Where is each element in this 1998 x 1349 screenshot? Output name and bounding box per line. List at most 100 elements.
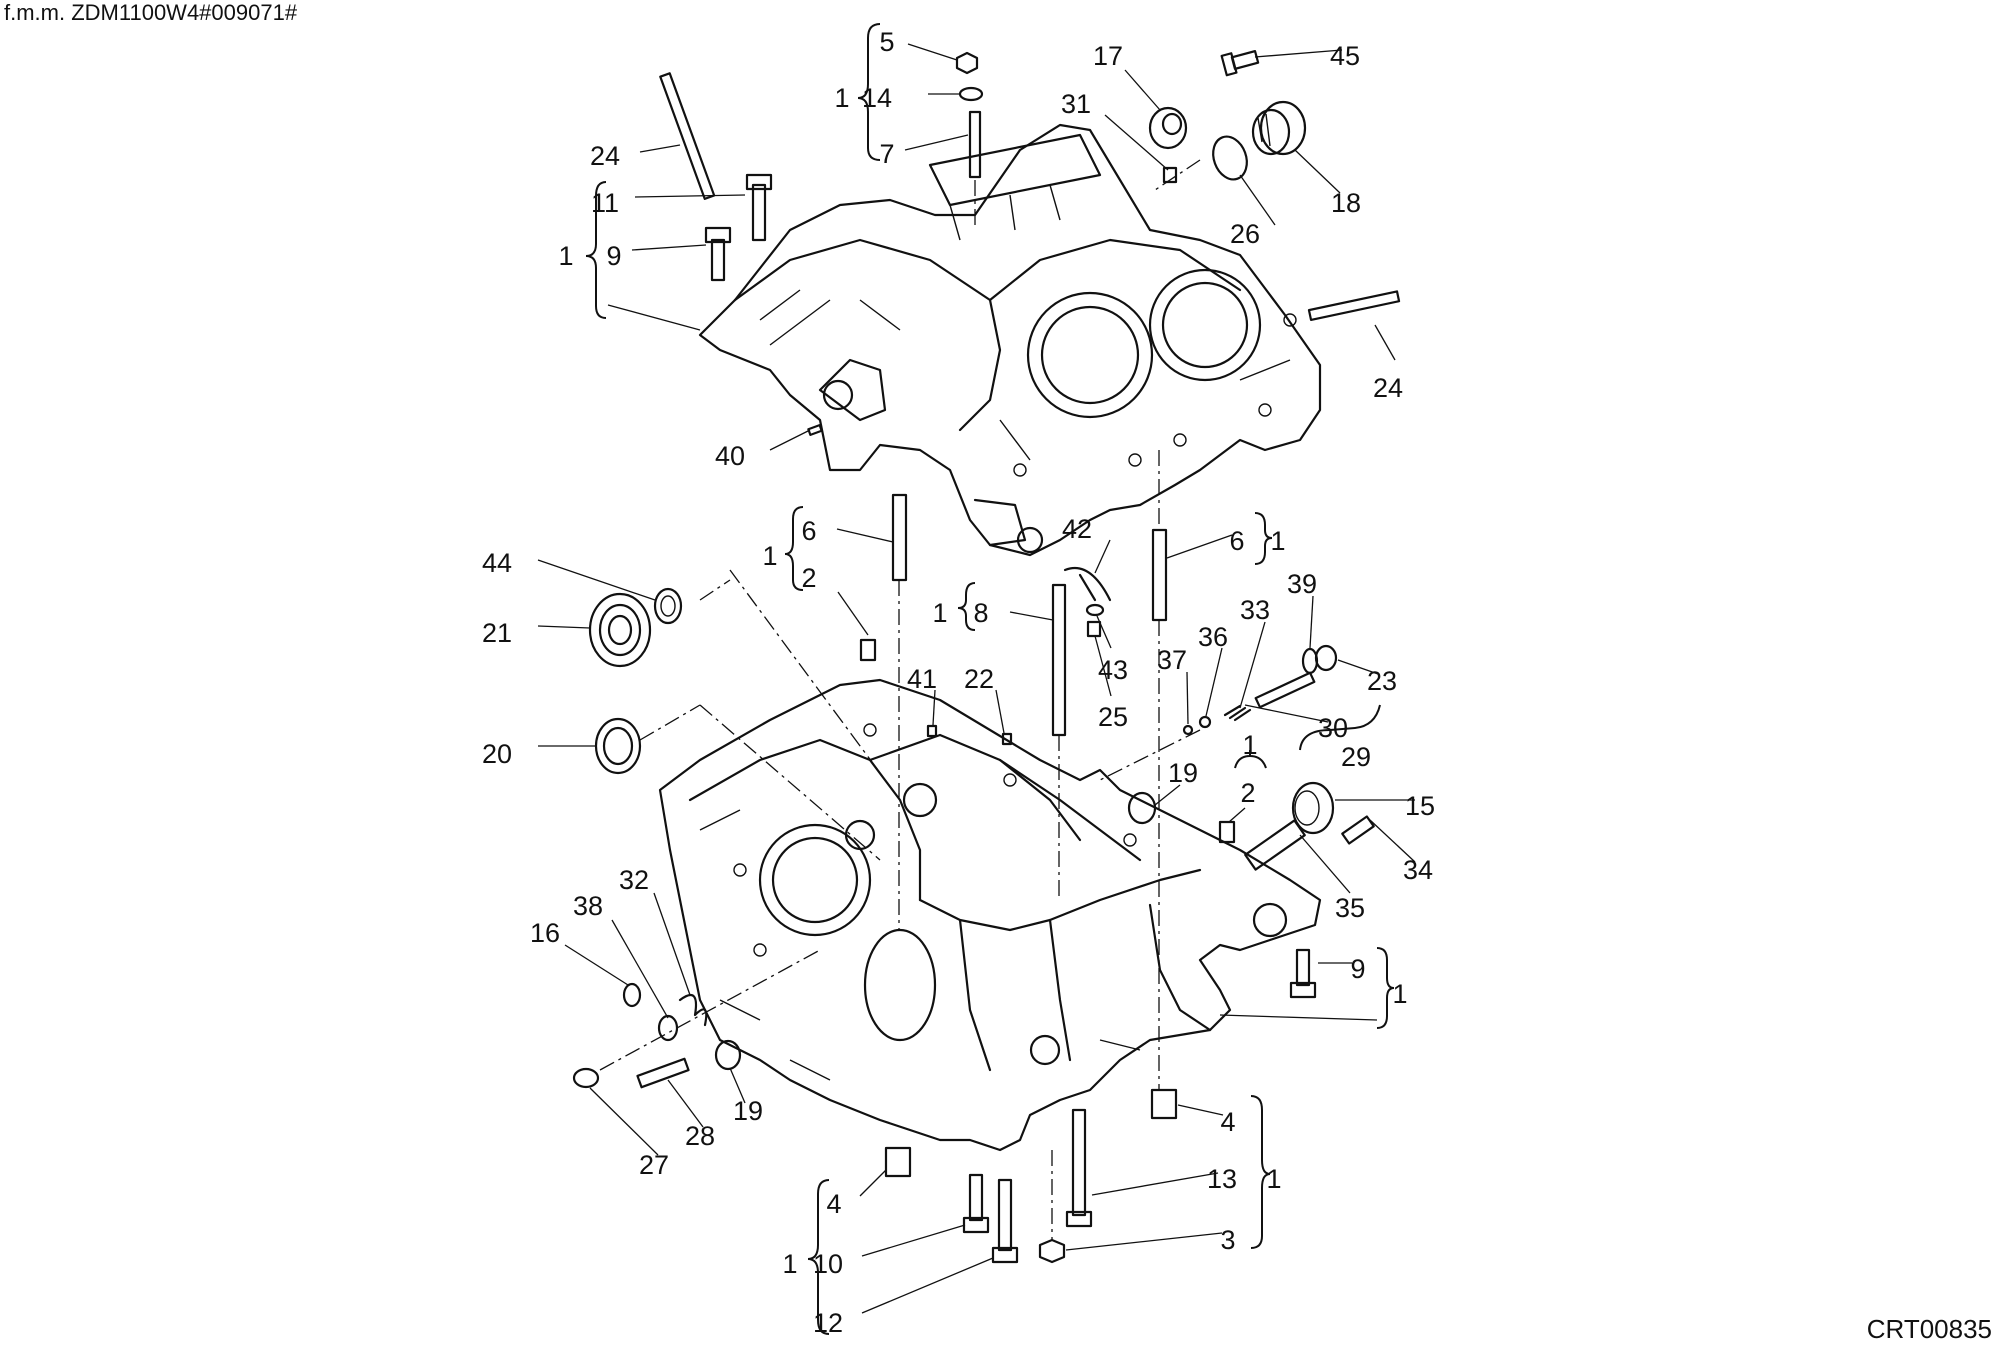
cover-15 (1291, 781, 1335, 835)
callout-label: 24 (590, 141, 620, 171)
callout-label: 1 (1270, 526, 1285, 556)
pin-22 (1001, 732, 1013, 746)
callout-label: 1 (762, 541, 777, 571)
plug-34 (1341, 815, 1375, 845)
dowel-4-left (884, 1146, 912, 1178)
callout-label: 22 (964, 664, 994, 694)
callout-label: 4 (1220, 1107, 1235, 1137)
ball-36 (1198, 715, 1212, 729)
o-ring-26 (1212, 135, 1248, 181)
callout-label: 44 (482, 548, 512, 578)
callout-label: 1 (1392, 979, 1407, 1009)
callout-label: 33 (1240, 595, 1270, 625)
assembly-lines (599, 159, 1201, 1240)
stud-24-left (659, 72, 716, 200)
washer-14 (958, 86, 984, 102)
callout-label: 28 (685, 1121, 715, 1151)
callout-label: 36 (1198, 622, 1228, 652)
pin-40 (807, 424, 823, 436)
lower-crankcase-half (658, 678, 1322, 1152)
tube-35 (1244, 819, 1306, 871)
washer-43 (1085, 603, 1105, 617)
callout-label: 35 (1335, 893, 1365, 923)
callout-label: 11 (591, 188, 619, 218)
roller-bearing-20 (594, 717, 642, 775)
callout-label: 19 (733, 1096, 763, 1126)
callout-label: 17 (1093, 41, 1123, 71)
callout-label: 24 (1373, 373, 1403, 403)
leader-lines (537, 43, 1416, 1314)
callout-label: 3 (1220, 1225, 1235, 1255)
washer-39 (1301, 647, 1319, 675)
nut-3 (1038, 1238, 1066, 1264)
cap-23 (1314, 644, 1338, 672)
callout-label: 7 (879, 139, 894, 169)
callout-label: 40 (715, 441, 745, 471)
valve-plunger-30 (1254, 671, 1316, 709)
callout-label: 34 (1403, 855, 1433, 885)
stud-24-right (1307, 290, 1401, 321)
bolt-9-lower (1289, 948, 1317, 999)
stud-7 (968, 110, 982, 179)
header-code: f.m.m. ZDM1100W4#009071# (4, 0, 298, 25)
callout-label: 10 (813, 1249, 843, 1279)
callout-label: 6 (1229, 526, 1244, 556)
plug-17 (1148, 106, 1188, 150)
callout-label: 30 (1318, 713, 1348, 743)
callout-label: 26 (1230, 219, 1260, 249)
stud-6-right (1151, 528, 1168, 622)
callout-label: 23 (1367, 666, 1397, 696)
callout-label: 39 (1287, 569, 1317, 599)
callout-label: 43 (1098, 655, 1128, 685)
seal-16 (622, 982, 642, 1008)
plug-18 (1251, 100, 1307, 156)
bolt-11 (745, 173, 773, 242)
bearing-21 (588, 592, 652, 668)
screw-27 (572, 1067, 600, 1089)
callout-label: 14 (862, 83, 892, 113)
screw-45 (1220, 49, 1260, 77)
callout-label: 29 (1341, 742, 1371, 772)
spring-32 (678, 993, 708, 1027)
callout-label: 45 (1330, 41, 1360, 71)
callout-label: 9 (606, 241, 621, 271)
screw-25 (1086, 620, 1102, 638)
bush-19-upper (1127, 791, 1157, 825)
dowel-4-right (1150, 1088, 1178, 1120)
upper-crankcase-half (698, 123, 1322, 557)
callout-label: 15 (1405, 791, 1435, 821)
sensor-28 (636, 1057, 690, 1089)
callout-label: 6 (801, 516, 816, 546)
dowel-2-right (1218, 820, 1236, 844)
spring-33 (1223, 704, 1252, 722)
dowel-2-left (859, 638, 877, 662)
callout-label: 21 (482, 618, 512, 648)
callout-label: 1 (1266, 1164, 1281, 1194)
ball-37 (1182, 724, 1194, 736)
callout-label: 32 (619, 865, 649, 895)
stud-6-left (891, 493, 908, 582)
callout-label: 4 (826, 1189, 841, 1219)
nut-5 (955, 51, 979, 75)
callout-label: 2 (801, 563, 816, 593)
callout-label: 20 (482, 739, 512, 769)
callout-label: 42 (1062, 514, 1092, 544)
bolt-9-upper (704, 226, 732, 282)
callout-label: 1 (1242, 730, 1257, 760)
callout-label: 1 (782, 1249, 797, 1279)
callout-label: 19 (1168, 758, 1198, 788)
braces (585, 23, 1395, 1335)
callout-label: 2 (1240, 778, 1255, 808)
bolt-12 (991, 1178, 1019, 1264)
bolt-13 (1065, 1108, 1093, 1228)
clip-42 (1063, 566, 1112, 602)
callout-label: 9 (1350, 954, 1365, 984)
callout-label: 25 (1098, 702, 1128, 732)
callout-label: 18 (1331, 188, 1361, 218)
bush-19-lower (714, 1039, 742, 1071)
callout-label: 1 (834, 83, 849, 113)
callout-label: 31 (1061, 89, 1091, 119)
callout-label: 41 (907, 664, 937, 694)
